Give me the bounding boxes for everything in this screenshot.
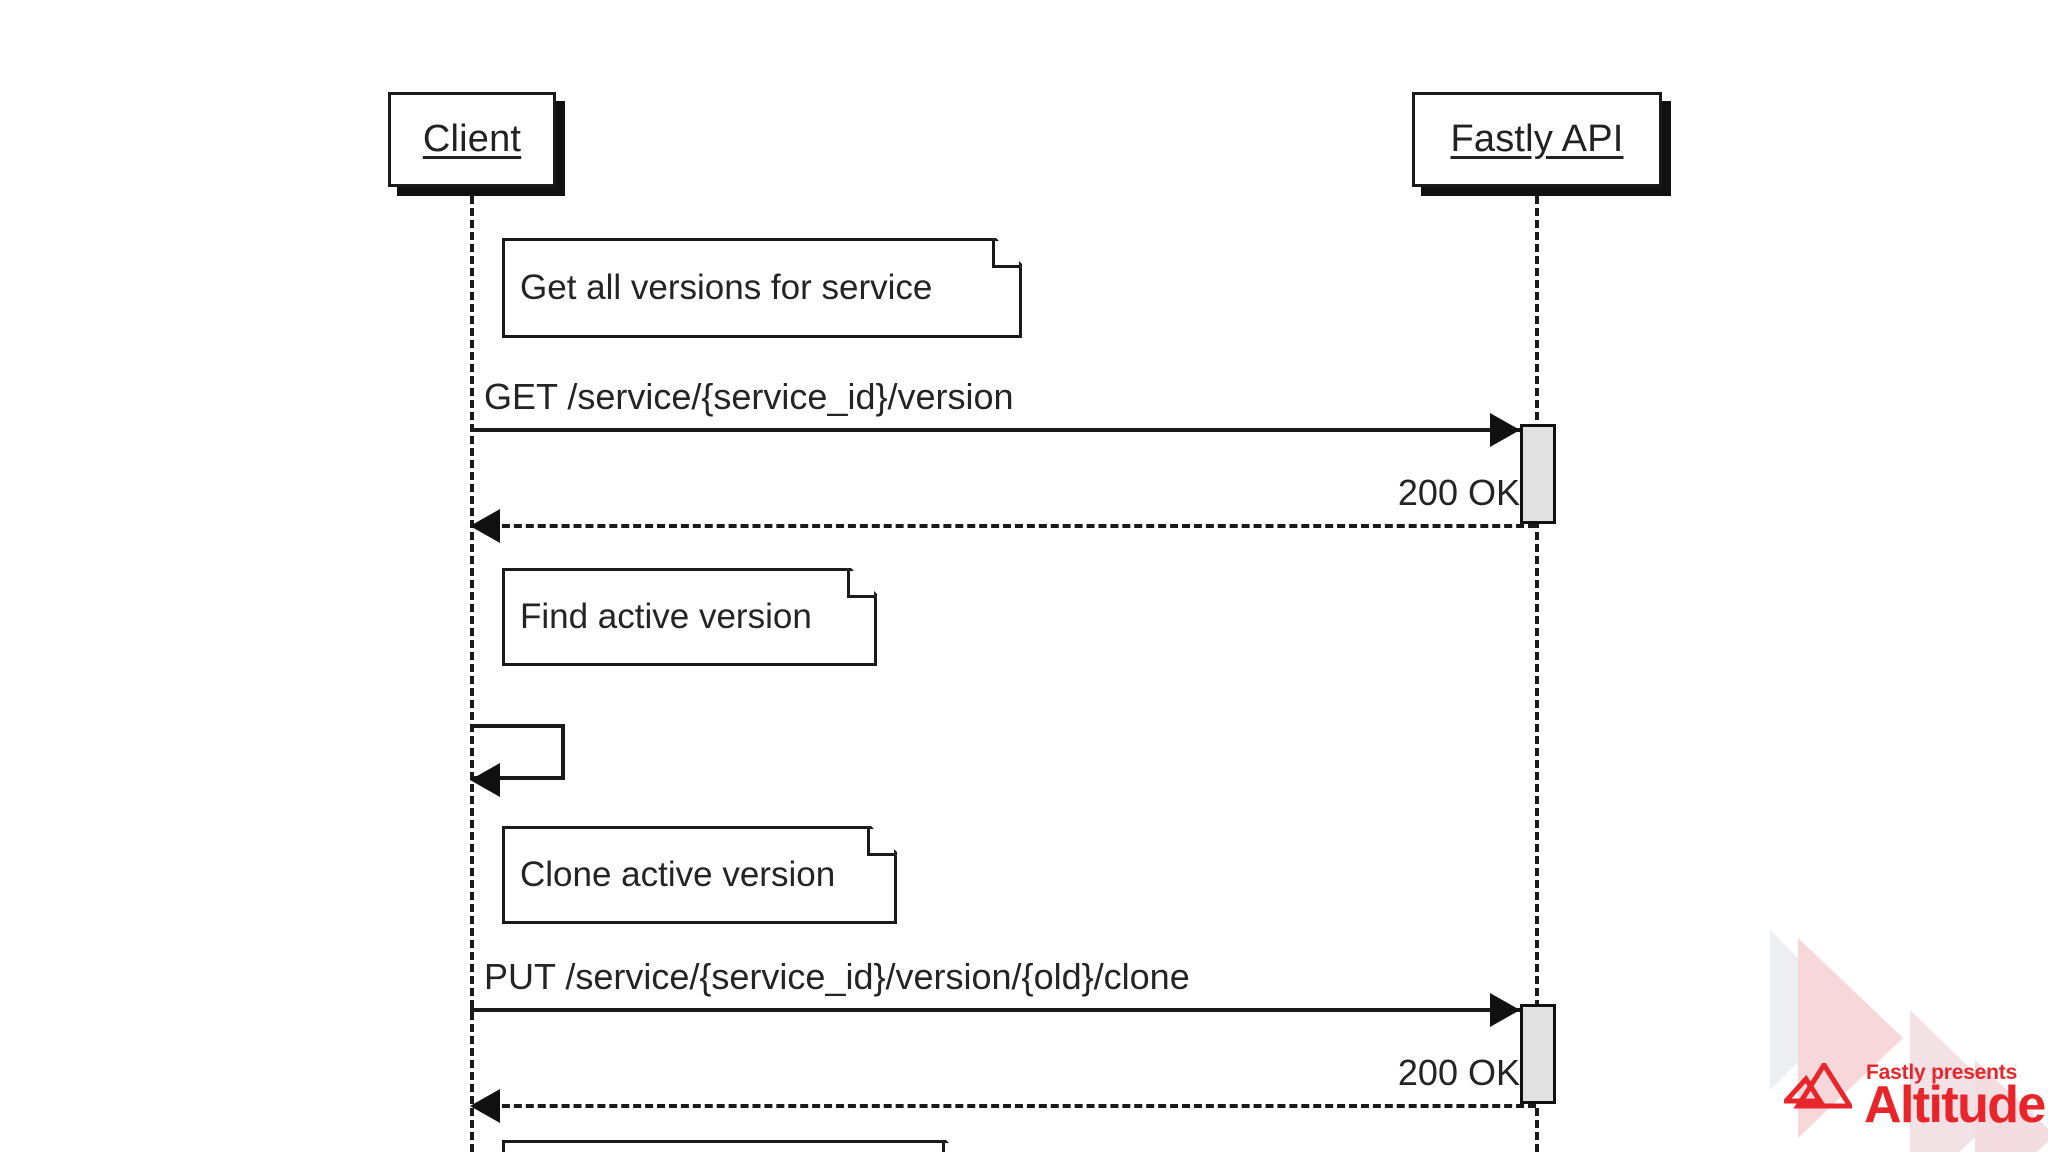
message-arrowhead-self-call [470,763,500,797]
activation-bar-fastly-api-1 [1520,424,1556,524]
message-line-put-clone [470,1008,1520,1012]
note-text: Find active version [520,597,812,636]
note-find-active-version: Find active version [502,568,877,666]
participant-client-label: Client [422,118,522,160]
participant-fastly-api[interactable]: Fastly API [1412,92,1662,187]
message-label-get-version: GET /service/{service_id}/version [484,376,1014,417]
note-fold-corner-icon [867,826,897,856]
note-fold-corner-icon [847,568,877,598]
note-get-all-versions: Get all versions for service [502,238,1022,338]
message-line-get-version [470,428,1520,432]
altitude-logo: Fastly presents Altitude [1770,900,2048,1152]
note-shape [502,238,1022,338]
logo-tagline: Fastly presents [1866,1061,2018,1084]
message-arrowhead-get-version [1490,413,1520,447]
note-text: Get all versions for service [520,268,933,307]
message-arrowhead-200-ok-2 [470,1089,500,1123]
message-arrowhead-put-clone [1490,993,1520,1027]
message-line-200-ok-1 [490,524,1536,528]
note-shape [502,826,897,924]
note-shape [502,1140,972,1152]
note-clone-active-version: Clone active version [502,826,897,924]
note-partial-bottom [502,1140,972,1152]
watermark-triangle-4 [1975,1060,2048,1152]
participant-fastly-api-label: Fastly API [1450,118,1624,160]
message-arrowhead-200-ok-1 [470,509,500,543]
message-label-put-clone: PUT /service/{service_id}/version/{old}/… [484,956,1190,997]
altitude-mountain-icon [1784,1063,1852,1109]
message-label-200-ok-2: 200 OK [1397,1052,1520,1093]
message-self-call-client [470,724,565,780]
lifeline-client [470,196,474,1152]
message-line-200-ok-2 [490,1104,1536,1108]
participant-client[interactable]: Client [388,92,556,187]
lifeline-fastly-api [1535,196,1539,1152]
logo-wordmark: Altitude [1864,1076,2046,1134]
note-shape [502,568,877,666]
activation-bar-fastly-api-2 [1520,1004,1556,1104]
message-label-200-ok-1: 200 OK [1397,472,1520,513]
note-text: Clone active version [520,855,836,894]
note-fold-corner-icon [992,238,1022,268]
